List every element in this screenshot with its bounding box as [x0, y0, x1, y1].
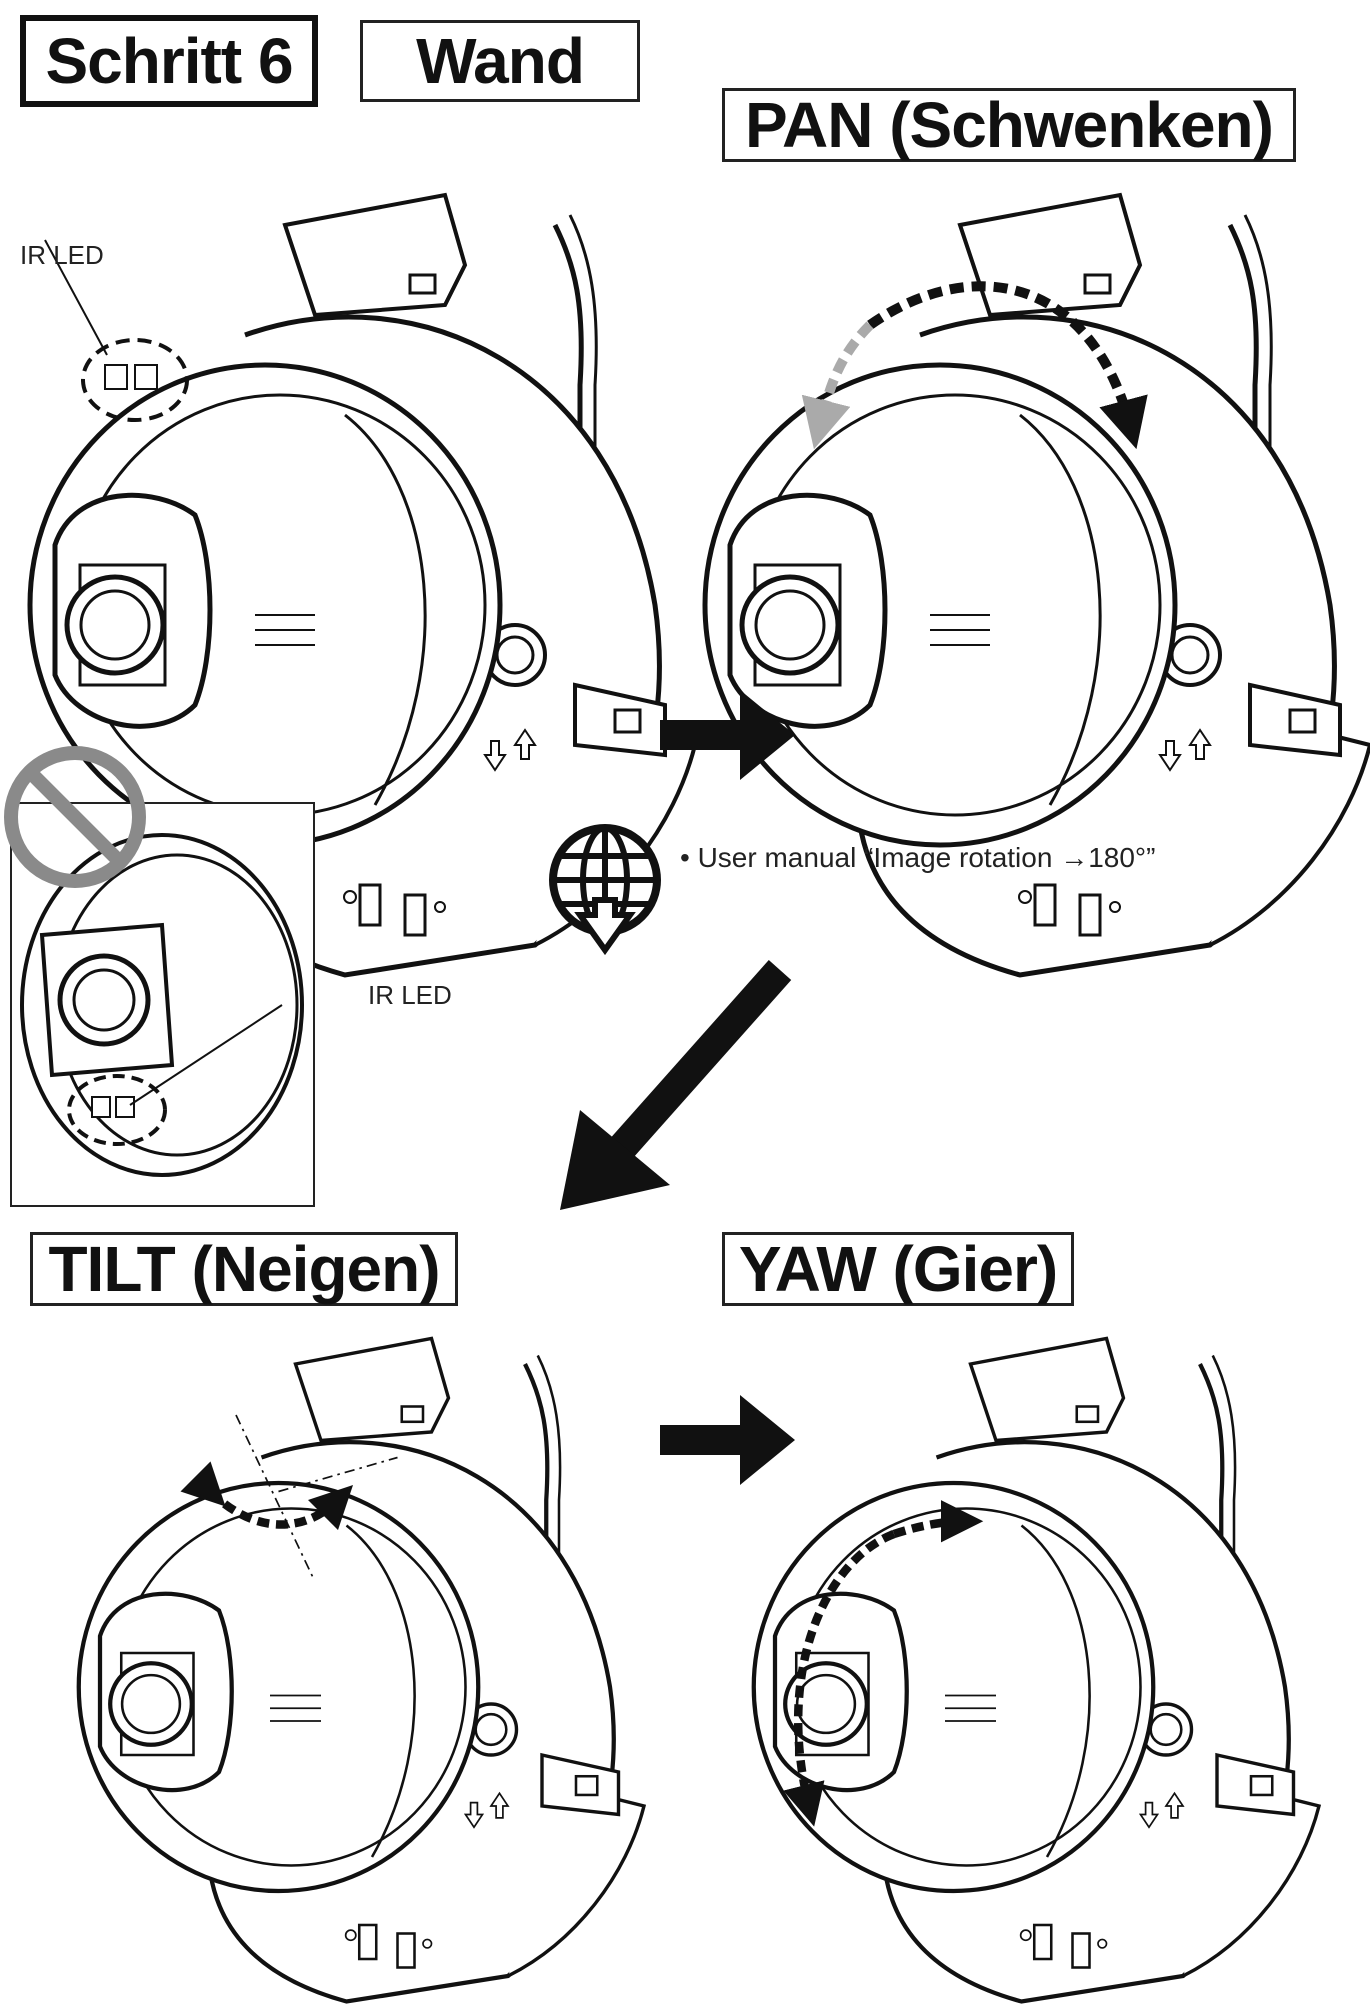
camera-wall-default: [15, 185, 695, 985]
prohibited-icon: [4, 746, 146, 888]
next-arrow-diagonal: [560, 960, 792, 1210]
next-arrow-top: [660, 690, 795, 780]
inset-camera-upside-down: [20, 833, 304, 1177]
manual-note: • User manual “Image rotation →180°”: [680, 842, 1156, 873]
tilt-title: TILT (Neigen): [30, 1232, 458, 1306]
ir-led-top-label: IR LED: [20, 240, 104, 270]
web-download-icon: [549, 824, 661, 956]
step-label: Schritt 6: [20, 15, 318, 107]
yaw-title: YAW (Gier): [722, 1232, 1074, 1306]
ir-led-inset-label: IR LED: [368, 980, 452, 1010]
next-arrow-bottom: [660, 1395, 795, 1485]
camera-pan: [690, 185, 1370, 985]
pan-title: PAN (Schwenken): [722, 88, 1296, 162]
camera-tilt: [15, 1330, 695, 2010]
mount-label: Wand: [360, 20, 640, 102]
camera-yaw: [690, 1330, 1370, 2010]
